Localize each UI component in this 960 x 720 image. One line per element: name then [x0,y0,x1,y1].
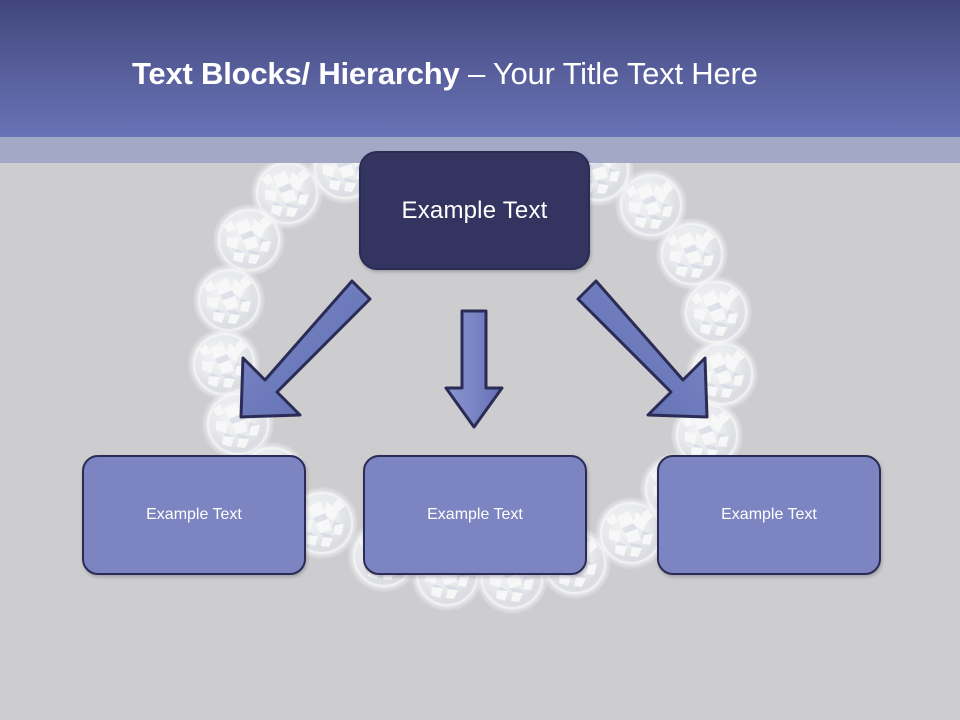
hierarchy-child-node-1[interactable]: Example Text [82,455,306,575]
hierarchy-top-node-label: Example Text [401,196,548,224]
page-title-light: – Your Title Text Here [467,56,758,91]
hierarchy-child-node-1-label: Example Text [146,506,242,523]
hierarchy-child-node-3-label: Example Text [721,506,817,523]
page-title-bold: Text Blocks/ Hierarchy [132,56,468,91]
title-bar [0,0,960,137]
hierarchy-top-node[interactable]: Example Text [359,151,590,270]
hierarchy-child-node-2-label: Example Text [427,506,523,523]
hierarchy-child-node-3[interactable]: Example Text [657,455,881,575]
page-title: Text Blocks/ Hierarchy – Your Title Text… [132,54,892,94]
hierarchy-child-node-2[interactable]: Example Text [363,455,587,575]
